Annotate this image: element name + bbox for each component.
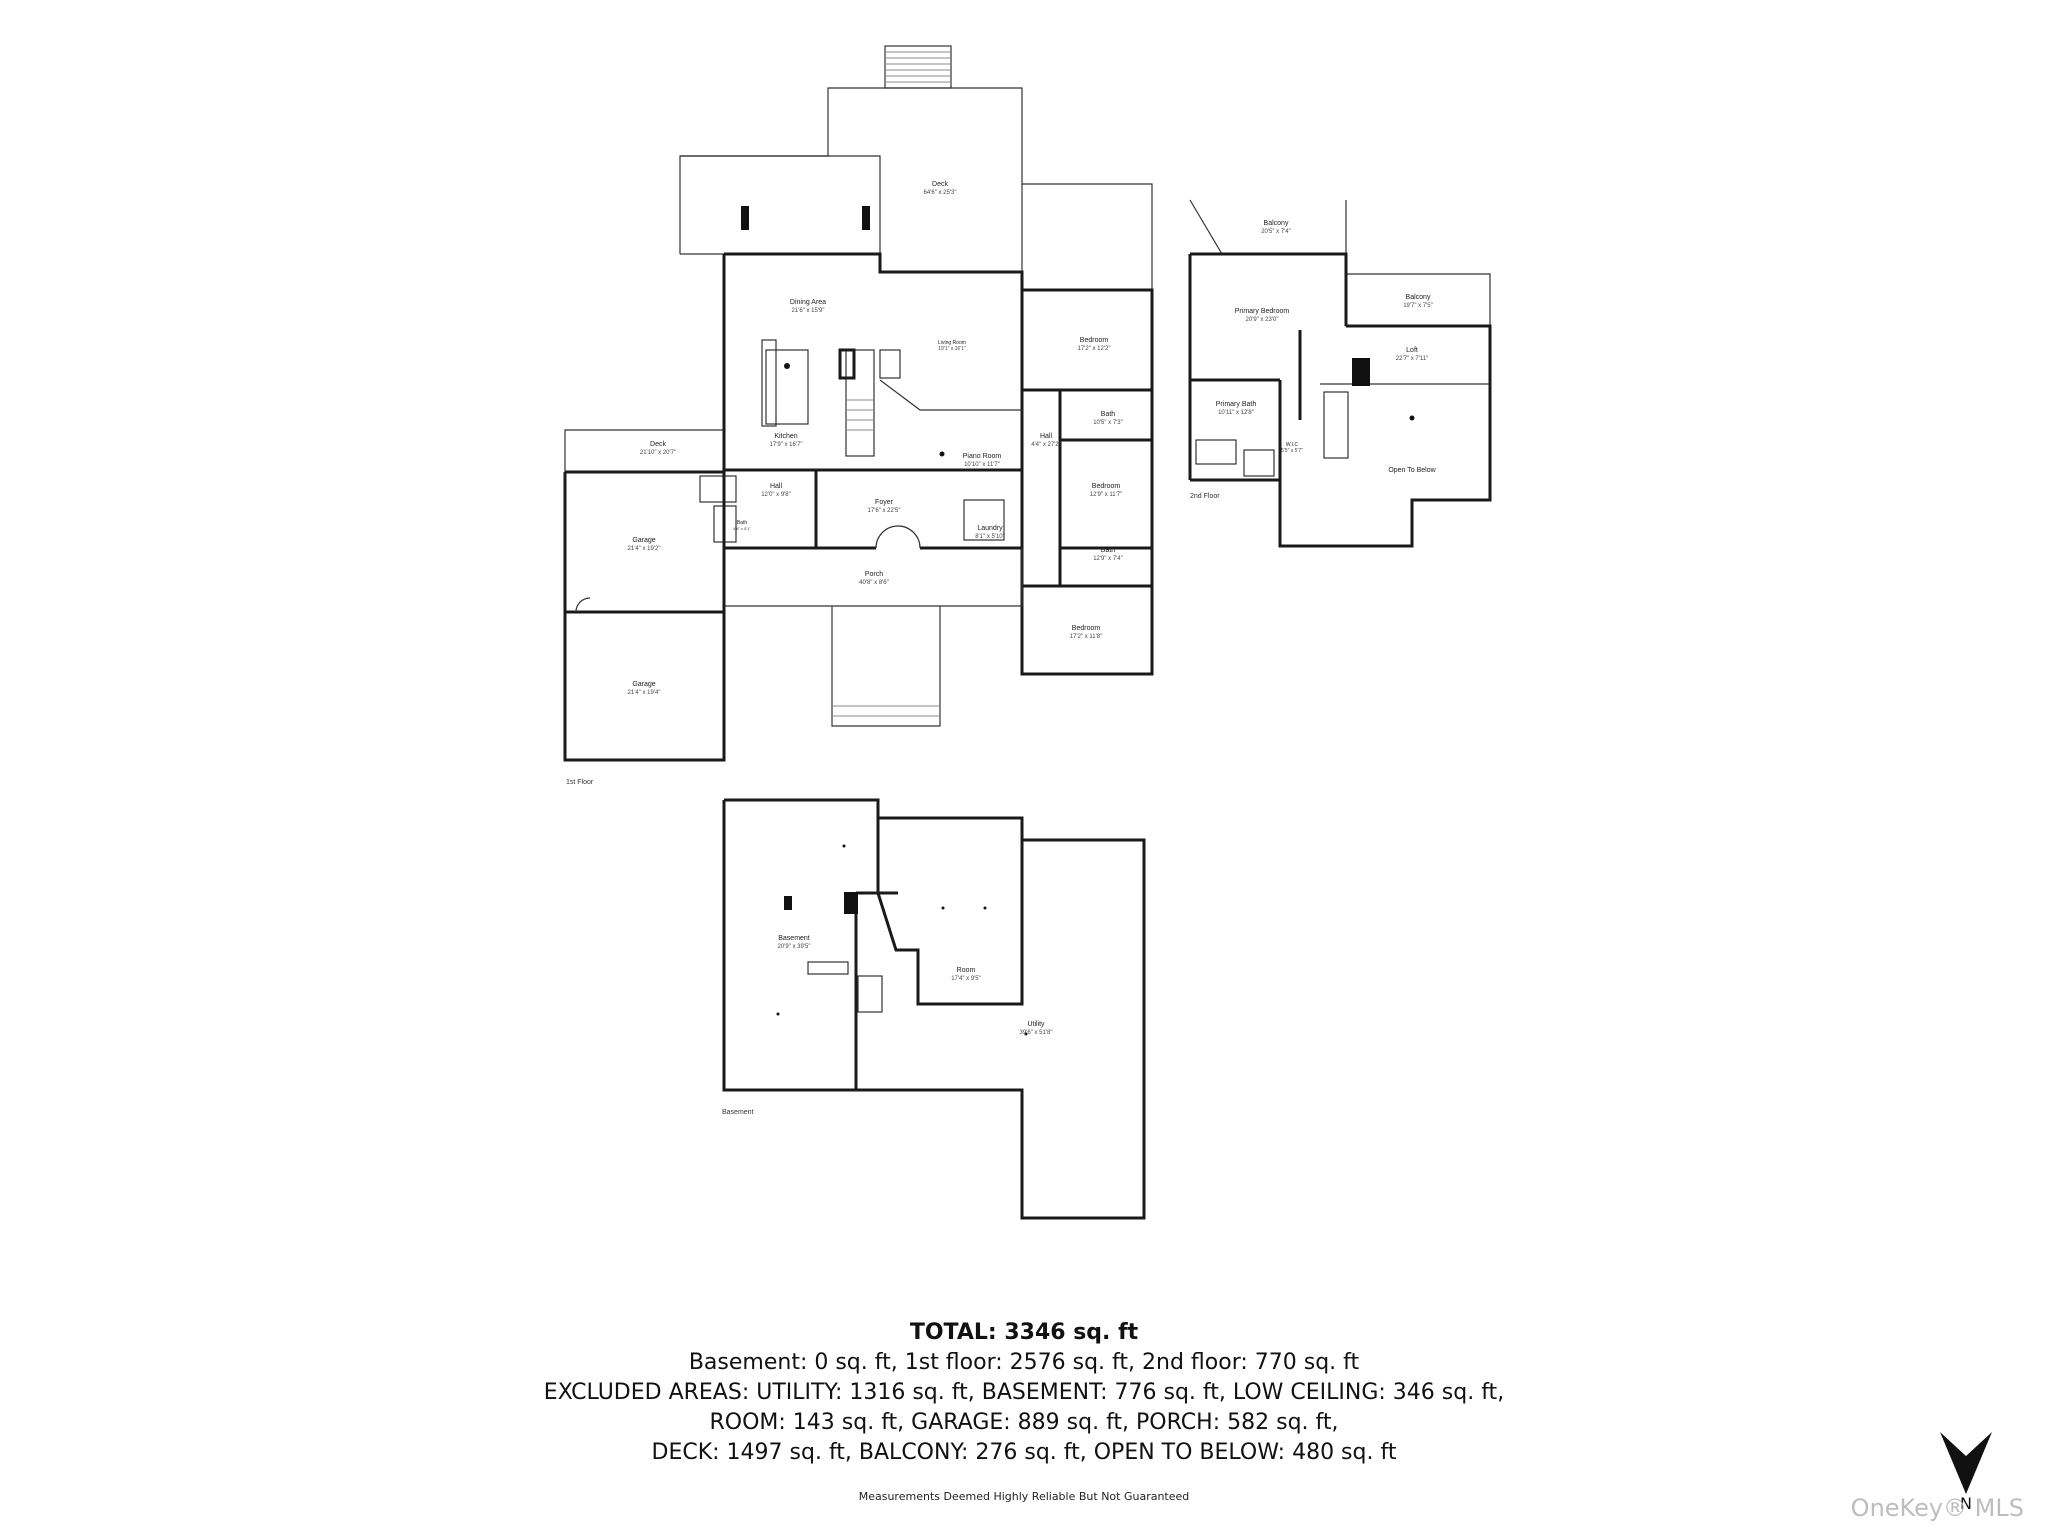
loft-name: Loft <box>1406 347 1418 354</box>
utility-name: Utility <box>1027 1021 1045 1028</box>
garage2-name: Garage <box>632 681 655 688</box>
balcony1-name: Balcony <box>1264 220 1289 227</box>
kitchen-name: Kitchen <box>774 433 797 440</box>
primary-bath-dim: 10'11" x 12'8" <box>1218 410 1254 416</box>
deck-stairs-top <box>884 45 952 89</box>
second-floor-label: 2nd Floor <box>1190 493 1220 500</box>
basement-dim: 20'9" x 39'5" <box>778 944 811 950</box>
primary-bath-name: Primary Bath <box>1216 401 1257 408</box>
first-floor-plan: Deck 64'6" x 25'3" Dining Area 21'6" x 1… <box>563 45 1154 786</box>
living-name: Living Room <box>938 340 966 346</box>
primary-bed-dim: 20'9" x 23'0" <box>1246 317 1279 323</box>
deck-left-dim: 21'10" x 20'7" <box>640 450 676 456</box>
open-below-name: Open To Below <box>1388 467 1436 474</box>
balcony1-dim: 20'5" x 7'4" <box>1261 229 1291 235</box>
basement-floor-label: Basement <box>722 1109 754 1116</box>
bedroom3-name: Bedroom <box>1072 625 1101 632</box>
wic-name: W.I.C <box>1286 442 1299 448</box>
basement-name: Basement <box>778 935 810 942</box>
area-summary: TOTAL: 3346 sq. ft Basement: 0 sq. ft, 1… <box>0 1318 2048 1468</box>
kitchen-dim: 17'9" x 16'7" <box>770 442 803 448</box>
balcony2-dim: 19'7" x 7'5" <box>1403 303 1433 309</box>
porch-name: Porch <box>865 571 883 578</box>
bath1-dim: 10'5" x 7'3" <box>1093 420 1123 426</box>
bath1-name: Bath <box>1101 411 1116 418</box>
piano-dim: 10'10" x 11'7" <box>964 462 1000 468</box>
piano-name: Piano Room <box>963 453 1002 460</box>
north-arrow-icon <box>1940 1432 1992 1494</box>
north-label: N <box>1960 1494 1972 1513</box>
bedroom1-name: Bedroom <box>1080 337 1109 344</box>
bath-small-name: Bath <box>737 520 748 526</box>
room-name: Room <box>957 967 976 974</box>
garage1-name: Garage <box>632 537 655 544</box>
deck-top-name: Deck <box>932 181 948 188</box>
bedroom2-dim: 12'9" x 11'7" <box>1090 492 1122 498</box>
floor-areas: Basement: 0 sq. ft, 1st floor: 2576 sq. … <box>688 1350 1360 1375</box>
watermark: OneKey® MLS <box>1850 1494 2024 1522</box>
room-dim: 17'4" x 9'5" <box>951 976 981 982</box>
deck-top-dim: 64'6" x 25'3" <box>924 190 957 196</box>
bedroom3-dim: 17'2" x 11'8" <box>1070 634 1102 640</box>
dining-name: Dining Area <box>790 299 826 306</box>
wic-dim: 5'5" x 5'7" <box>1281 448 1303 454</box>
excluded-areas-1: EXCLUDED AREAS: UTILITY: 1316 sq. ft, BA… <box>543 1380 1505 1405</box>
second-floor-plan: Balcony 20'5" x 7'4" Primary Bedroom 20'… <box>1188 199 1492 548</box>
total-area: TOTAL: 3346 sq. ft <box>909 1320 1139 1345</box>
foyer-name: Foyer <box>875 499 894 506</box>
bedroom1-dim: 17'2" x 12'2" <box>1078 346 1111 352</box>
excluded-areas-3: DECK: 1497 sq. ft, BALCONY: 276 sq. ft, … <box>651 1440 1397 1465</box>
deck-left-name: Deck <box>650 441 666 448</box>
disclaimer: Measurements Deemed Highly Reliable But … <box>858 1490 1190 1503</box>
hall2-dim: 12'0" x 9'8" <box>761 492 791 498</box>
first-floor-label: 1st Floor <box>566 779 594 786</box>
primary-bed-name: Primary Bedroom <box>1235 308 1290 315</box>
hall1-name: Hall <box>1040 433 1053 440</box>
utility-dim: 39'6" x 51'8" <box>1020 1030 1053 1036</box>
bedroom2-name: Bedroom <box>1092 483 1121 490</box>
laundry-name: Laundry <box>977 525 1003 532</box>
hall1-dim: 4'4" x 27'2" <box>1031 442 1061 448</box>
excluded-areas-2: ROOM: 143 sq. ft, GARAGE: 889 sq. ft, PO… <box>709 1410 1339 1435</box>
living-dim: 19'1" x 16'1" <box>938 346 966 352</box>
laundry-dim: 8'1" x 5'10" <box>975 534 1005 540</box>
loft-dim: 22'7" x 7'11" <box>1396 356 1428 362</box>
garage2-dim: 21'4" x 19'4" <box>628 690 661 696</box>
bath2-dim: 12'9" x 7'4" <box>1093 556 1123 562</box>
balcony2-name: Balcony <box>1406 294 1431 301</box>
foyer-dim: 17'6" x 22'5" <box>868 508 901 514</box>
bath2-name: Bath <box>1101 547 1116 554</box>
garage1-dim: 21'4" x 19'2" <box>628 546 661 552</box>
basement-plan: Basement 20'9" x 39'5" Room 17'4" x 9'5"… <box>722 798 1146 1220</box>
bath-small-dim: 4'6" x 5'1" <box>733 526 751 531</box>
porch-dim: 40'8" x 8'6" <box>859 580 889 586</box>
hall2-name: Hall <box>770 483 783 490</box>
dining-dim: 21'6" x 15'9" <box>792 308 825 314</box>
